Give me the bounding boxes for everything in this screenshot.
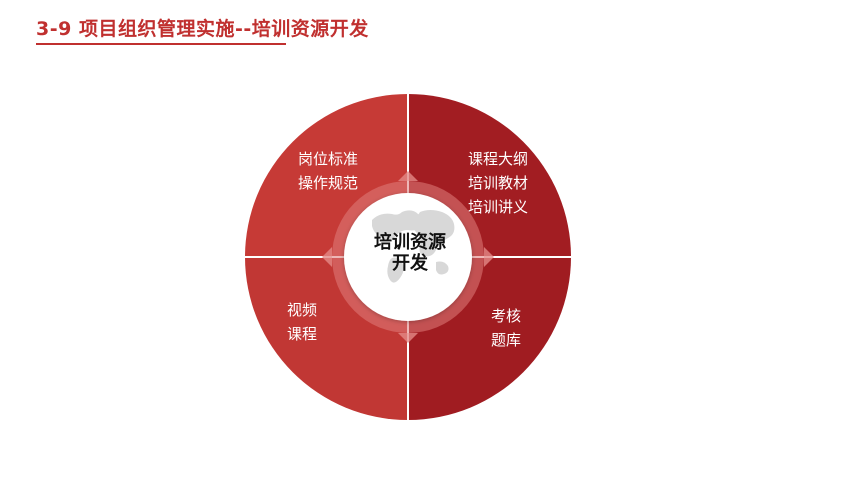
title-underline: [36, 43, 286, 45]
ring-arrow-right: [484, 247, 494, 267]
slide-title: 3-9 项目组织管理实施--培训资源开发: [36, 18, 369, 40]
label-line: 课程: [286, 325, 317, 343]
world-map-icon: [372, 210, 455, 283]
ring-arrow-top: [398, 171, 418, 181]
quadrant-label-bottom-right: 考核 题库: [466, 304, 546, 352]
label-line: 题库: [490, 331, 521, 349]
label-line: 考核: [490, 307, 521, 325]
quadrant-label-bottom-left: 视频 课程: [262, 298, 342, 346]
label-line: 培训教材: [467, 174, 528, 192]
quadrant-label-top-right: 课程大纲 培训教材 培训讲义: [448, 147, 548, 219]
label-line: 岗位标准: [297, 150, 358, 168]
center-label-line: 开发: [392, 253, 428, 274]
label-line: 操作规范: [297, 174, 358, 192]
ring-arrow-bottom: [398, 333, 418, 343]
label-line: 视频: [286, 301, 317, 319]
center-label-line: 培训资源: [374, 232, 446, 253]
center-label: 培训资源 开发: [348, 232, 472, 274]
ring-arrow-left: [322, 247, 332, 267]
quadrant-label-top-left: 岗位标准 操作规范: [278, 147, 378, 195]
label-line: 课程大纲: [467, 150, 528, 168]
label-line: 培训讲义: [467, 198, 528, 216]
